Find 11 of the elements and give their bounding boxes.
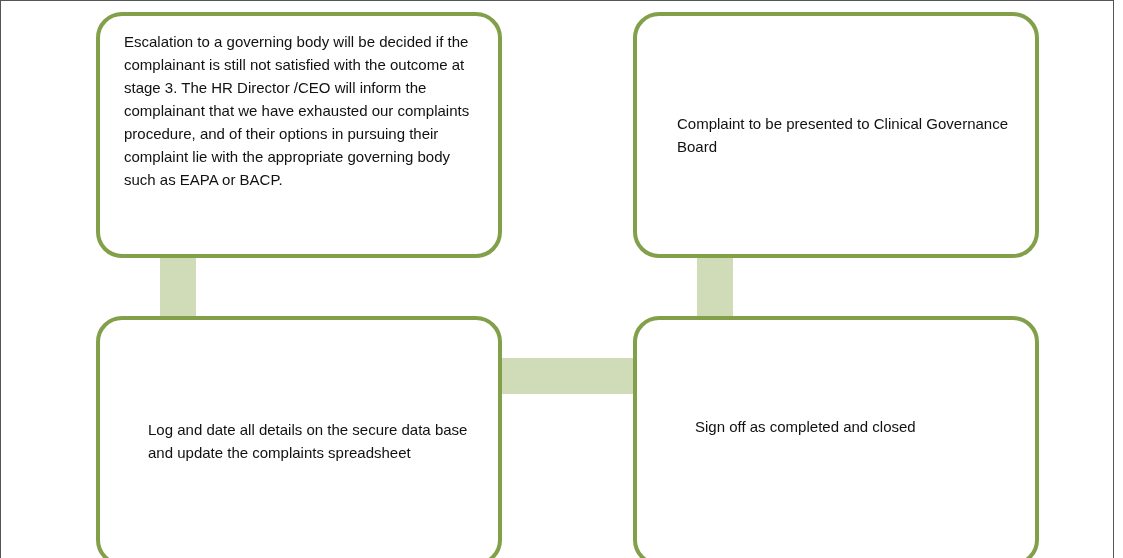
- connector-bar: [697, 258, 733, 316]
- step-text: Log and date all details on the secure data base and update the complaints spreadsheet: [148, 420, 469, 463]
- connector-bar: [502, 358, 633, 394]
- process-box: [633, 12, 1039, 258]
- step-text: Complaint to be presented to Clinical Governance Board: [677, 114, 1010, 157]
- process-box: [96, 12, 502, 258]
- process-box: [96, 316, 502, 558]
- step-text: Escalation to a governing body will be decided if the complainant is still not satisfied with the outcome at stage 3. The HR Director /CEO will inform the complainant that we have exhausted our complaints procedure, and of their options in pursuing their complaint lie with the appropriate governing body such as EAPA or BACP.: [124, 32, 471, 190]
- process-box: [633, 316, 1039, 558]
- connector-bar: [160, 258, 196, 316]
- step-text: Sign off as completed and closed: [695, 416, 917, 437]
